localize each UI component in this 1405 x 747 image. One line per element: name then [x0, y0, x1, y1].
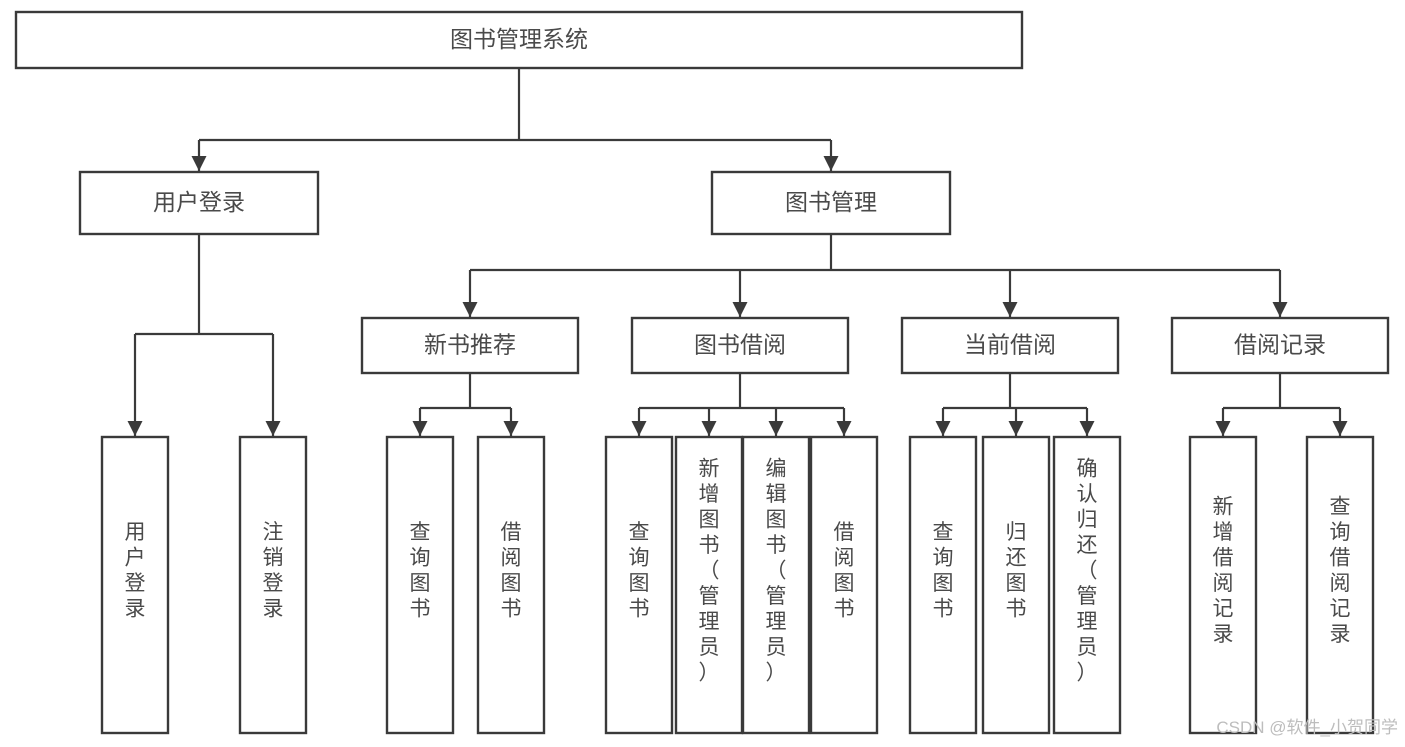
- node-box-book-borrow: [630, 316, 850, 375]
- arrow-head-icon: [836, 421, 852, 436]
- node-box-current-return-book: [981, 435, 1051, 735]
- connector-layer: [127, 68, 1348, 436]
- node-label-current-query-book: 查询图书: [933, 521, 954, 621]
- arrow-head-icon: [191, 156, 207, 171]
- node-borrow-add-book[interactable]: 新增图书（管理员）: [674, 435, 744, 735]
- node-current-return-book[interactable]: 归还图书: [981, 435, 1051, 735]
- node-label-recommend-query-book: 查询图书: [410, 521, 431, 621]
- node-box-new-book-recommend: [360, 316, 580, 375]
- node-user-login-do[interactable]: 用户登录: [100, 435, 170, 735]
- node-box-borrow-borrow-book: [809, 435, 879, 735]
- node-label-new-book-recommend: 新书推荐: [424, 332, 516, 358]
- arrow-head-icon: [1215, 421, 1231, 436]
- arrow-head-icon: [412, 421, 428, 436]
- arrow-head-icon: [265, 421, 281, 436]
- node-box-borrow-query-book: [604, 435, 674, 735]
- node-box-borrow-edit-book: [741, 435, 811, 735]
- node-box-current-confirm-return: [1052, 435, 1122, 735]
- arrow-head-icon: [732, 302, 748, 317]
- node-book-borrow[interactable]: 图书借阅: [630, 316, 850, 375]
- node-box-current-query-book: [908, 435, 978, 735]
- node-label-user-login-do: 用户登录: [125, 521, 146, 621]
- node-root[interactable]: 图书管理系统: [14, 10, 1024, 70]
- node-new-book-recommend[interactable]: 新书推荐: [360, 316, 580, 375]
- node-label-borrow-add-book: 新增图书（管理员）: [699, 457, 720, 684]
- node-recommend-query-book[interactable]: 查询图书: [385, 435, 455, 735]
- node-box-user-login: [78, 170, 320, 236]
- node-label-record-query: 查询借阅记录: [1330, 496, 1351, 647]
- arrow-head-icon: [1272, 302, 1288, 317]
- node-book-manage[interactable]: 图书管理: [710, 170, 952, 236]
- node-label-borrow-query-book: 查询图书: [629, 521, 650, 621]
- node-borrow-record[interactable]: 借阅记录: [1170, 316, 1390, 375]
- node-label-current-return-book: 归还图书: [1006, 521, 1027, 621]
- node-label-user-logout: 注销登录: [263, 521, 284, 621]
- node-box-borrow-add-book: [674, 435, 744, 735]
- node-current-borrow[interactable]: 当前借阅: [900, 316, 1120, 375]
- node-layer: 图书管理系统用户登录用户登录注销登录图书管理新书推荐查询图书借阅图书图书借阅查询…: [14, 10, 1390, 735]
- arrow-head-icon: [935, 421, 951, 436]
- node-record-add[interactable]: 新增借阅记录: [1188, 435, 1258, 735]
- arrow-head-icon: [1079, 421, 1095, 436]
- node-current-confirm-return[interactable]: 确认归还（管理员）: [1052, 435, 1122, 735]
- node-label-root: 图书管理系统: [450, 26, 588, 52]
- node-label-borrow-edit-book: 编辑图书（管理员）: [766, 457, 787, 684]
- csdn-watermark: CSDN @软件_小贺同学: [1216, 718, 1398, 737]
- arrow-head-icon: [1008, 421, 1024, 436]
- node-box-recommend-query-book: [385, 435, 455, 735]
- node-current-query-book[interactable]: 查询图书: [908, 435, 978, 735]
- arrow-head-icon: [768, 421, 784, 436]
- node-borrow-borrow-book[interactable]: 借阅图书: [809, 435, 879, 735]
- arrow-head-icon: [631, 421, 647, 436]
- node-box-recommend-borrow-book: [476, 435, 546, 735]
- node-label-current-borrow: 当前借阅: [964, 332, 1056, 358]
- node-borrow-query-book[interactable]: 查询图书: [604, 435, 674, 735]
- node-label-record-add: 新增借阅记录: [1213, 496, 1234, 647]
- node-recommend-borrow-book[interactable]: 借阅图书: [476, 435, 546, 735]
- node-label-book-manage: 图书管理: [785, 189, 877, 215]
- node-label-current-confirm-return: 确认归还（管理员）: [1077, 457, 1098, 684]
- node-box-record-query: [1305, 435, 1375, 735]
- node-box-current-borrow: [900, 316, 1120, 375]
- node-user-login[interactable]: 用户登录: [78, 170, 320, 236]
- arrow-head-icon: [127, 421, 143, 436]
- arrow-head-icon: [823, 156, 839, 171]
- node-borrow-edit-book[interactable]: 编辑图书（管理员）: [741, 435, 811, 735]
- node-label-user-login: 用户登录: [153, 189, 245, 215]
- node-user-logout[interactable]: 注销登录: [238, 435, 308, 735]
- node-label-borrow-borrow-book: 借阅图书: [834, 521, 855, 621]
- node-box-book-manage: [710, 170, 952, 236]
- arrow-head-icon: [1002, 302, 1018, 317]
- node-box-root: [14, 10, 1024, 70]
- node-box-user-login-do: [100, 435, 170, 735]
- node-label-book-borrow: 图书借阅: [694, 332, 786, 358]
- arrow-head-icon: [1332, 421, 1348, 436]
- node-box-user-logout: [238, 435, 308, 735]
- node-record-query[interactable]: 查询借阅记录: [1305, 435, 1375, 735]
- node-box-borrow-record: [1170, 316, 1390, 375]
- node-label-borrow-record: 借阅记录: [1234, 332, 1326, 358]
- arrow-head-icon: [503, 421, 519, 436]
- node-box-record-add: [1188, 435, 1258, 735]
- node-label-recommend-borrow-book: 借阅图书: [501, 521, 522, 621]
- arrow-head-icon: [701, 421, 717, 436]
- arrow-head-icon: [462, 302, 478, 317]
